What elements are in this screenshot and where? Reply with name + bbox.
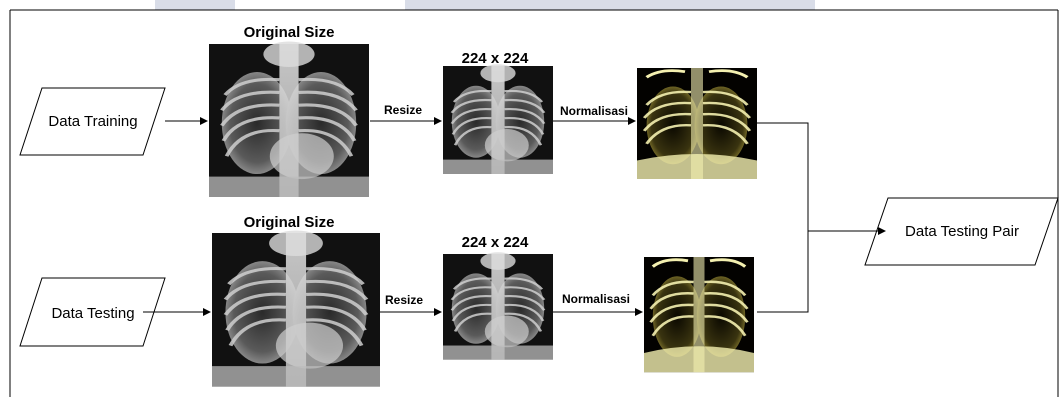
output-data-testing-pair: Data Testing Pair [865,198,1058,265]
input-data-training: Data Training [20,88,165,155]
xray-original-top [209,41,369,197]
xray-original-bottom [212,230,380,386]
xray-resized-bottom [443,252,553,359]
title-original-top: Original Size [244,24,335,41]
xray-normalized-bottom [644,257,754,372]
input-testing-label: Data Testing [51,305,134,322]
banner-left [155,0,235,10]
banner-center [405,0,815,10]
input-training-label: Data Training [48,113,137,130]
title-original-bottom: Original Size [244,214,335,231]
merge-connector [757,123,808,312]
label-normalize-top: Normalisasi [560,104,628,118]
output-label: Data Testing Pair [905,223,1019,240]
xray-resized-top [443,64,553,174]
label-normalize-bottom: Normalisasi [562,292,630,306]
label-resize-top: Resize [384,103,422,117]
title-resized-bottom: 224 x 224 [462,234,529,251]
label-resize-bottom: Resize [385,293,423,307]
xray-normalized-top [637,68,757,179]
